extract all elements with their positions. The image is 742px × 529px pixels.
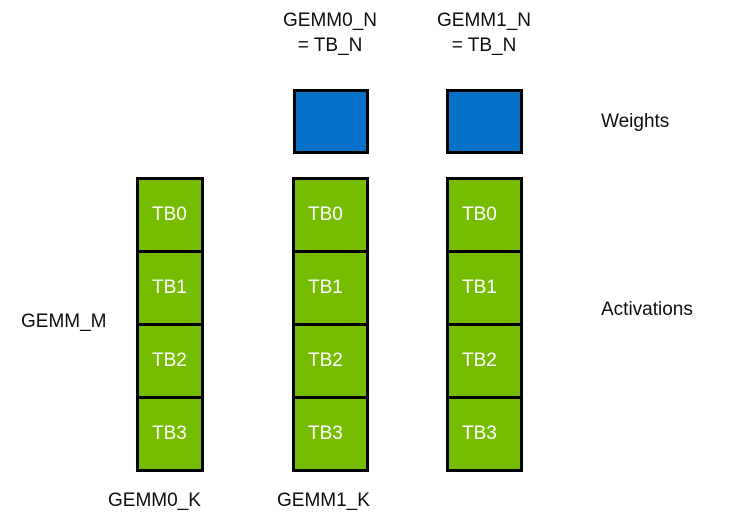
- gemm0-k-label: GEMM0_K: [108, 490, 201, 511]
- activation-cell-tb2: TB2: [446, 323, 523, 399]
- gemm1-n-heading: GEMM1_N = TB_N: [437, 10, 531, 56]
- gemm1-k-label: GEMM1_K: [277, 490, 370, 511]
- gemm-m-label: GEMM_M: [21, 311, 107, 332]
- activation-cell-tb0: TB0: [292, 177, 369, 253]
- weights-block-gemm1: [446, 89, 523, 154]
- activation-cell-tb2: TB2: [292, 323, 369, 399]
- activation-cell-tb0: TB0: [446, 177, 523, 253]
- activation-cell-tb1: TB1: [292, 250, 369, 326]
- activation-cell-tb2: TB2: [136, 323, 204, 399]
- activations-column-gemm-m: TB0 TB1 TB2 TB3: [136, 177, 204, 477]
- activation-cell-tb3: TB3: [446, 396, 523, 472]
- weights-label: Weights: [601, 111, 670, 132]
- activations-column-gemm1: TB0 TB1 TB2 TB3: [446, 177, 523, 477]
- activation-cell-tb3: TB3: [292, 396, 369, 472]
- activations-column-gemm0: TB0 TB1 TB2 TB3: [292, 177, 369, 477]
- activation-cell-tb1: TB1: [446, 250, 523, 326]
- weights-block-gemm0: [293, 89, 369, 154]
- activation-cell-tb1: TB1: [136, 250, 204, 326]
- activation-cell-tb3: TB3: [136, 396, 204, 472]
- gemm0-n-heading: GEMM0_N = TB_N: [283, 10, 377, 56]
- activation-cell-tb0: TB0: [136, 177, 204, 253]
- activations-label: Activations: [601, 299, 693, 320]
